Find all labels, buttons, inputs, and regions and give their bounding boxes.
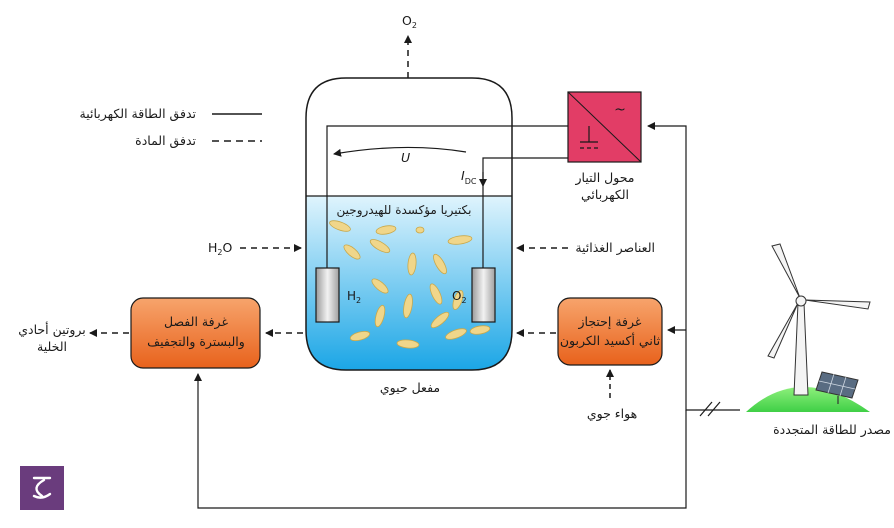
protein-output: بروتين أحادي الخلية xyxy=(18,321,86,354)
bacterium xyxy=(374,304,386,328)
bioreactor: بكتيريا مؤكسدة للهيدروجين H2 O2 xyxy=(305,77,597,396)
power-line-to-inverter xyxy=(647,122,740,411)
inverter: ~ محول التيار الكهربائي xyxy=(567,91,642,203)
separation-box-line1: غرفة الفصل xyxy=(164,314,228,330)
reactor-caption: مفعل حيوي xyxy=(380,380,440,396)
wind-turbine-icon xyxy=(767,243,871,396)
water-label: H2O xyxy=(208,240,233,257)
co2-box xyxy=(557,297,663,366)
renewable-source: مصدر للطاقة المتجددة xyxy=(746,243,891,438)
right-electrode xyxy=(471,267,496,323)
separation-box-line2: والبسترة والتجفيف xyxy=(147,334,245,350)
top-o2-label: O2 xyxy=(402,13,417,30)
bacterium xyxy=(415,226,425,234)
bacterium xyxy=(445,328,467,340)
bacterium xyxy=(329,220,351,232)
power-line-to-separation xyxy=(194,373,687,509)
line-break-mark xyxy=(699,401,713,417)
bacterium xyxy=(447,235,473,245)
bacteria-label: بكتيريا مؤكسدة للهيدروجين xyxy=(337,203,472,218)
output-line1: بروتين أحادي xyxy=(18,321,86,338)
logo-icon xyxy=(20,466,64,510)
bacterium xyxy=(349,330,371,342)
top-o2-output: O2 xyxy=(402,13,417,78)
legend: تدفق الطاقة الكهربائية تدفق المادة xyxy=(80,106,262,149)
bacterium xyxy=(452,290,464,310)
co2-box-line1: غرفة إحتجاز xyxy=(578,314,642,330)
current-label: IDC xyxy=(461,168,477,186)
bacterium xyxy=(433,253,447,275)
solar-panel-icon xyxy=(815,371,859,404)
water-input: H2O xyxy=(208,240,302,257)
air-input: هواء جوي xyxy=(587,369,637,422)
co2-box-line2: ثاني أكسيد الكربون xyxy=(560,332,661,349)
legend-power-flow-label: تدفق الطاقة الكهربائية xyxy=(80,106,197,122)
bacterium xyxy=(369,239,391,253)
voltage-arrow xyxy=(333,146,467,157)
left-electrode xyxy=(315,267,340,323)
inverter-diagonal xyxy=(567,91,642,163)
bacterium xyxy=(403,293,413,319)
air-label: هواء جوي xyxy=(587,406,637,422)
co2-capture-chamber: غرفة إحتجاز ثاني أكسيد الكربون xyxy=(516,297,663,366)
renewable-label: مصدر للطاقة المتجددة xyxy=(773,422,891,438)
bacterium xyxy=(429,283,443,305)
inverter-ac-symbol: ~ xyxy=(614,102,626,118)
bacterium xyxy=(407,252,417,276)
inverter-label-line2: الكهربائي xyxy=(581,187,629,203)
bacteria-cluster xyxy=(329,220,491,349)
bacterium xyxy=(430,311,450,329)
output-line2: الخلية xyxy=(37,339,67,354)
hill xyxy=(746,387,870,412)
nutrients-input: العناصر الغذائية xyxy=(516,240,655,256)
voltage-label: U xyxy=(401,150,410,165)
separation-box xyxy=(130,297,261,369)
nutrients-label: العناصر الغذائية xyxy=(575,240,655,256)
bacterium xyxy=(396,339,420,349)
reactor-vessel xyxy=(305,77,513,371)
inverter-label-line1: محول التيار xyxy=(575,170,635,186)
right-electrode-label: O2 xyxy=(452,289,467,305)
legend-material-flow-label: تدفق المادة xyxy=(135,133,196,149)
line-break-mark xyxy=(707,401,721,417)
bacterium xyxy=(371,278,389,294)
bacterium xyxy=(375,225,397,235)
bacterium xyxy=(343,244,361,260)
bacterium xyxy=(469,325,491,335)
left-electrode-label: H2 xyxy=(347,289,361,305)
left-electrode-wire xyxy=(326,125,578,268)
separation-chamber: غرفة الفصل والبسترة والتجفيف xyxy=(89,297,303,369)
